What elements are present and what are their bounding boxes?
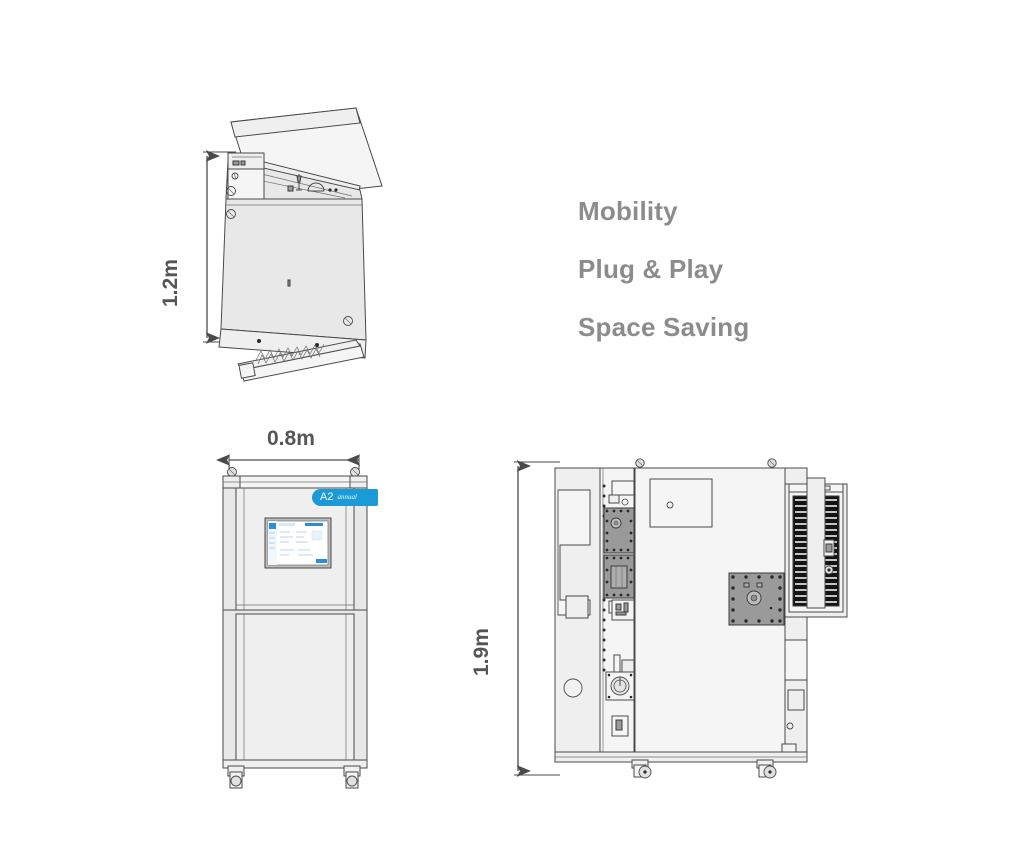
dimension-label-height-tilted: 1.2m <box>159 259 182 307</box>
side-left-profile <box>557 489 591 698</box>
hmi-touchscreen[interactable] <box>264 517 332 569</box>
badge-brand-label: annual <box>337 493 357 501</box>
feature-item-mobility: Mobility <box>578 196 678 226</box>
deck-detail-strip <box>227 152 265 200</box>
tilted-open-view <box>203 107 383 382</box>
machine-body-tilted <box>218 186 367 359</box>
channel-sub-assemblies <box>605 480 635 737</box>
front-casters <box>227 765 361 789</box>
lower-tilted-tray <box>237 339 365 382</box>
side-cutaway-view <box>514 458 848 779</box>
front-lower-cabinet <box>222 609 368 769</box>
dimension-label-width-front: 0.8m <box>267 427 315 450</box>
side-access-panel <box>649 478 713 528</box>
side-casters <box>631 759 777 779</box>
side-base-rail <box>554 751 808 763</box>
flange-module-lower <box>603 554 635 599</box>
side-right-strip <box>806 477 835 609</box>
side-lift-eyelets <box>635 458 777 468</box>
front-view <box>216 454 368 789</box>
feature-item-plug-and-play: Plug & Play <box>578 254 724 284</box>
coil-hatch-pattern <box>255 343 325 365</box>
dimension-label-height-side: 1.9m <box>470 628 493 676</box>
feature-item-space-saving: Space Saving <box>578 312 750 342</box>
front-top-cap <box>222 475 368 489</box>
product-model-badge: A2 annual <box>312 489 378 506</box>
dimension-line-1-9m <box>514 460 560 777</box>
square-flange-plate <box>728 572 785 626</box>
top-lift-eyelets <box>227 467 360 477</box>
badge-model-label: A2 <box>320 491 334 503</box>
feature-list: Mobility Plug & Play Space Saving <box>578 198 908 372</box>
flange-module-upper <box>603 507 635 554</box>
dimension-line-0-8m <box>216 454 361 474</box>
deck-mechanism-glyphs <box>287 174 338 192</box>
